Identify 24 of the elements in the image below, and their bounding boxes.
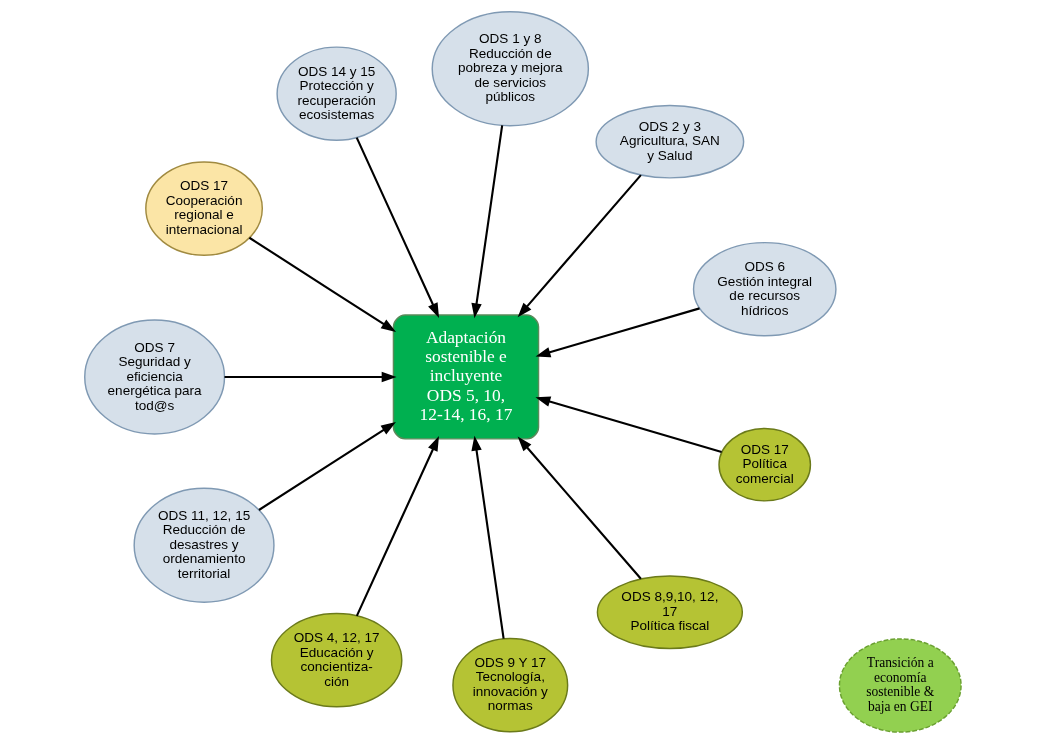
node-ellipse: ODS 7 Seguridad y eficiencia energética para tod@s	[83, 319, 225, 435]
arrow	[248, 236, 396, 332]
node-ellipse: ODS 1 y 8 Reducción de pobreza y mejora de servicios públicos	[431, 11, 589, 127]
node-ellipse: ODS 8,9,10, 12, 17 Política fiscal	[596, 575, 743, 650]
node-ellipse: Transición a economía sostenible & baja en GEI	[838, 638, 962, 733]
arrow	[470, 125, 503, 319]
node-ellipse: ODS 2 y 3 Agricultura, SAN y Salud	[594, 104, 744, 179]
node-ellipse: ODS 17 Política comercial	[717, 427, 811, 502]
node-ellipse: ODS 4, 12, 17 Educación y concientiza- ción	[270, 612, 402, 708]
arrow	[355, 436, 439, 617]
node-ellipse: ODS 14 y 15 Protección y recuperación ecosistemas	[275, 46, 397, 142]
arrow	[535, 307, 700, 358]
node-ellipse: ODS 11, 12, 15 Reducción de desastres y ordenamiento territorial	[132, 487, 275, 603]
node-ellipse: ODS 9 Y 17 Tecnología, innovación y normas	[451, 637, 568, 733]
arrow	[517, 436, 642, 580]
arrow	[355, 137, 439, 318]
arrow	[534, 396, 722, 454]
arrow	[517, 174, 642, 318]
arrow	[470, 435, 505, 639]
arrow	[224, 371, 397, 383]
node-ellipse: ODS 17 Cooperación regional e internacional	[144, 161, 263, 256]
node-ellipse: ODS 6 Gestión integral de recursos hídricos	[692, 241, 837, 337]
arrow	[257, 421, 396, 511]
node-box: Adaptación sostenible e incluyente ODS 5, 10, 12-14, 16, 17	[392, 314, 539, 440]
